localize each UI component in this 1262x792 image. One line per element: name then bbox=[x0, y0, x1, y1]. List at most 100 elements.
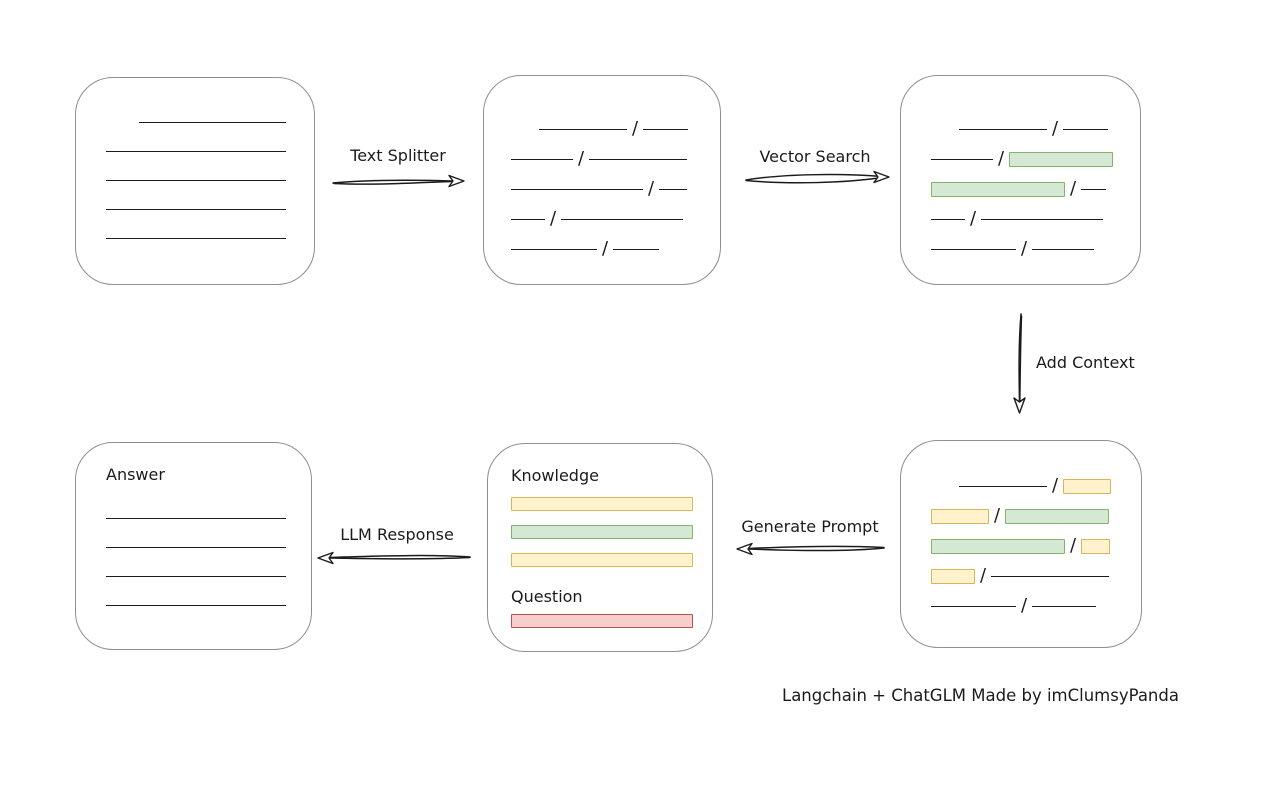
segment-row: / bbox=[931, 174, 1140, 204]
text-line bbox=[106, 605, 286, 606]
slash-separator: / bbox=[578, 148, 585, 169]
text-line bbox=[511, 218, 545, 220]
text-line bbox=[589, 158, 688, 160]
slash-separator: / bbox=[1021, 238, 1028, 259]
segment-row: / bbox=[511, 204, 720, 234]
answer-title: Answer bbox=[106, 465, 165, 484]
slash-separator: / bbox=[970, 208, 977, 229]
text-line bbox=[561, 218, 684, 220]
text-line bbox=[106, 238, 286, 239]
slash-separator: / bbox=[1052, 475, 1059, 496]
yellow-highlight-bar bbox=[511, 553, 693, 567]
document-lines bbox=[76, 78, 314, 253]
text-splitter-label: Text Splitter bbox=[350, 146, 446, 165]
answer-lines bbox=[106, 484, 311, 620]
text-line bbox=[931, 158, 993, 160]
knowledge-bars bbox=[511, 485, 712, 574]
segment-row bbox=[106, 562, 311, 591]
source-document-box bbox=[75, 77, 315, 285]
text-line bbox=[1032, 248, 1095, 250]
slash-separator: / bbox=[1052, 118, 1059, 139]
vector-search-label: Vector Search bbox=[759, 147, 871, 166]
text-line bbox=[511, 248, 597, 250]
text-line bbox=[643, 128, 689, 130]
llm-response-arrow bbox=[317, 551, 471, 565]
text-line bbox=[959, 128, 1047, 130]
green-highlight-bar bbox=[1009, 151, 1114, 167]
text-line bbox=[931, 248, 1016, 250]
slash-separator: / bbox=[602, 238, 609, 259]
text-line bbox=[106, 209, 286, 210]
segment-row: / bbox=[511, 114, 720, 144]
context-chunk-lines: / / / / / bbox=[901, 441, 1141, 621]
generate-prompt-arrow bbox=[736, 542, 885, 556]
segment-row: / bbox=[931, 531, 1141, 561]
segment-row: / bbox=[931, 204, 1140, 234]
segment-row: / bbox=[931, 144, 1140, 174]
segment-row: / bbox=[511, 174, 720, 204]
matched-chunk-lines: / / / / / bbox=[901, 76, 1140, 264]
knowledge-title: Knowledge bbox=[511, 466, 599, 485]
segment-row bbox=[106, 224, 314, 253]
segment-row: / bbox=[931, 471, 1141, 501]
slash-separator: / bbox=[1070, 535, 1077, 556]
yellow-highlight-bar bbox=[931, 508, 989, 524]
text-line bbox=[659, 188, 688, 190]
text-line bbox=[931, 605, 1016, 607]
question-bar bbox=[511, 606, 712, 635]
prompt-box: Knowledge Question bbox=[487, 443, 713, 652]
segment-row bbox=[106, 166, 314, 195]
segment-row bbox=[106, 137, 314, 166]
generate-prompt-label: Generate Prompt bbox=[741, 517, 879, 536]
slash-separator: / bbox=[1021, 595, 1028, 616]
text-line bbox=[959, 485, 1047, 487]
segment-row bbox=[106, 108, 314, 137]
add-context-label: Add Context bbox=[1036, 353, 1135, 372]
slash-separator: / bbox=[1070, 178, 1077, 199]
segment-row bbox=[106, 504, 311, 533]
segment-row bbox=[511, 607, 712, 635]
green-highlight-bar bbox=[931, 538, 1065, 554]
text-line bbox=[511, 188, 643, 190]
yellow-highlight-bar bbox=[1081, 538, 1111, 554]
split-chunks-box: / / / / / bbox=[483, 75, 721, 285]
green-highlight-bar bbox=[1005, 508, 1110, 524]
yellow-highlight-bar bbox=[511, 497, 693, 511]
red-highlight-bar bbox=[511, 614, 693, 628]
segment-row: / bbox=[931, 591, 1141, 621]
green-highlight-bar bbox=[931, 181, 1065, 197]
slash-separator: / bbox=[998, 148, 1005, 169]
text-line bbox=[511, 158, 573, 160]
yellow-highlight-bar bbox=[931, 568, 975, 584]
text-line bbox=[991, 575, 1110, 577]
text-line bbox=[106, 576, 286, 577]
llm-response-label: LLM Response bbox=[340, 525, 454, 544]
context-box: / / / / / bbox=[900, 440, 1142, 648]
text-splitter-arrow bbox=[332, 174, 465, 188]
slash-separator: / bbox=[994, 505, 1001, 526]
segment-row bbox=[106, 591, 311, 620]
segment-row bbox=[106, 533, 311, 562]
segment-row bbox=[106, 195, 314, 224]
question-title: Question bbox=[511, 587, 583, 606]
text-line bbox=[613, 248, 660, 250]
answer-box: Answer bbox=[75, 442, 312, 650]
text-line bbox=[139, 122, 286, 123]
segment-row: / bbox=[931, 234, 1140, 264]
text-line bbox=[539, 128, 627, 130]
green-highlight-bar bbox=[511, 525, 693, 539]
segment-row bbox=[511, 546, 712, 574]
segment-row: / bbox=[931, 501, 1141, 531]
segment-row: / bbox=[511, 234, 720, 264]
segment-row: / bbox=[931, 561, 1141, 591]
text-line bbox=[106, 151, 286, 152]
text-line bbox=[931, 218, 965, 220]
text-line bbox=[981, 218, 1104, 220]
text-line bbox=[106, 547, 286, 548]
slash-separator: / bbox=[980, 565, 987, 586]
segment-row: / bbox=[511, 144, 720, 174]
text-line bbox=[106, 180, 286, 181]
slash-separator: / bbox=[550, 208, 557, 229]
